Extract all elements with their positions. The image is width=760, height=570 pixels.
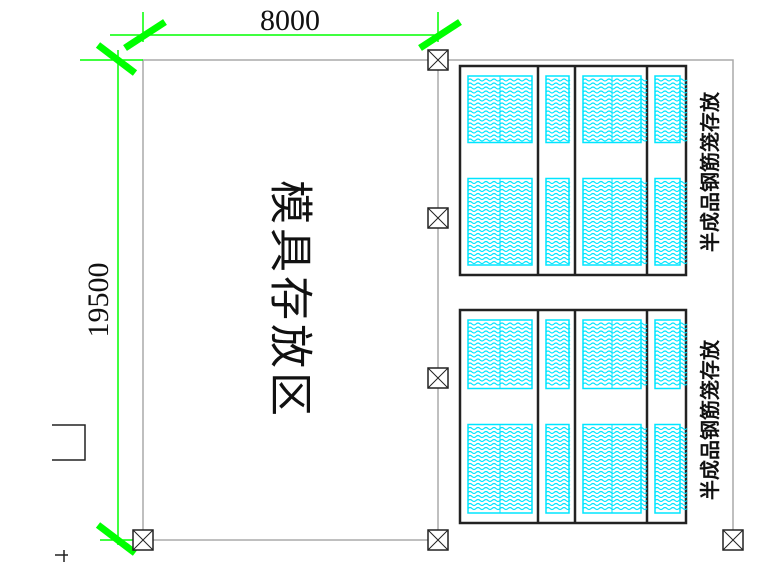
mold-storage-label: 模具存放区 — [265, 180, 316, 420]
rebar-cage-rack — [458, 308, 688, 525]
cage-storage-label-top: 半成品钢筋笼存放 — [698, 91, 722, 252]
rebar-cage — [582, 319, 648, 390]
partial-outline — [52, 424, 86, 461]
mold-storage-zone — [142, 59, 439, 541]
rebar-cage — [545, 75, 571, 144]
rebar-cage — [467, 319, 533, 390]
column-marker — [427, 367, 449, 389]
rebar-cage — [654, 319, 688, 390]
rebar-cage — [467, 75, 533, 144]
rebar-cage-rack — [458, 64, 688, 277]
rebar-cage — [467, 423, 533, 514]
column-marker — [132, 529, 154, 551]
rebar-cage — [467, 177, 533, 266]
column-marker — [427, 529, 449, 551]
rebar-cage — [582, 177, 648, 266]
rebar-cage — [582, 423, 648, 514]
rebar-cage — [545, 423, 571, 514]
width-dimension — [110, 12, 462, 51]
cage-storage-label-bottom: 半成品钢筋笼存放 — [698, 339, 722, 500]
width-dimension-label: 8000 — [260, 4, 320, 37]
rebar-cage — [545, 177, 571, 266]
coordinate-mark — [55, 550, 68, 562]
rebar-cage — [545, 319, 571, 390]
column-marker — [427, 207, 449, 229]
rebar-cage — [582, 75, 648, 144]
column-marker — [427, 49, 449, 71]
rebar-cage — [654, 423, 688, 514]
column-marker — [722, 529, 744, 551]
height-dimension-label: 19500 — [82, 263, 115, 338]
rebar-cage — [654, 75, 688, 144]
cage-storage-zone — [438, 59, 734, 530]
rebar-cage — [654, 177, 688, 266]
